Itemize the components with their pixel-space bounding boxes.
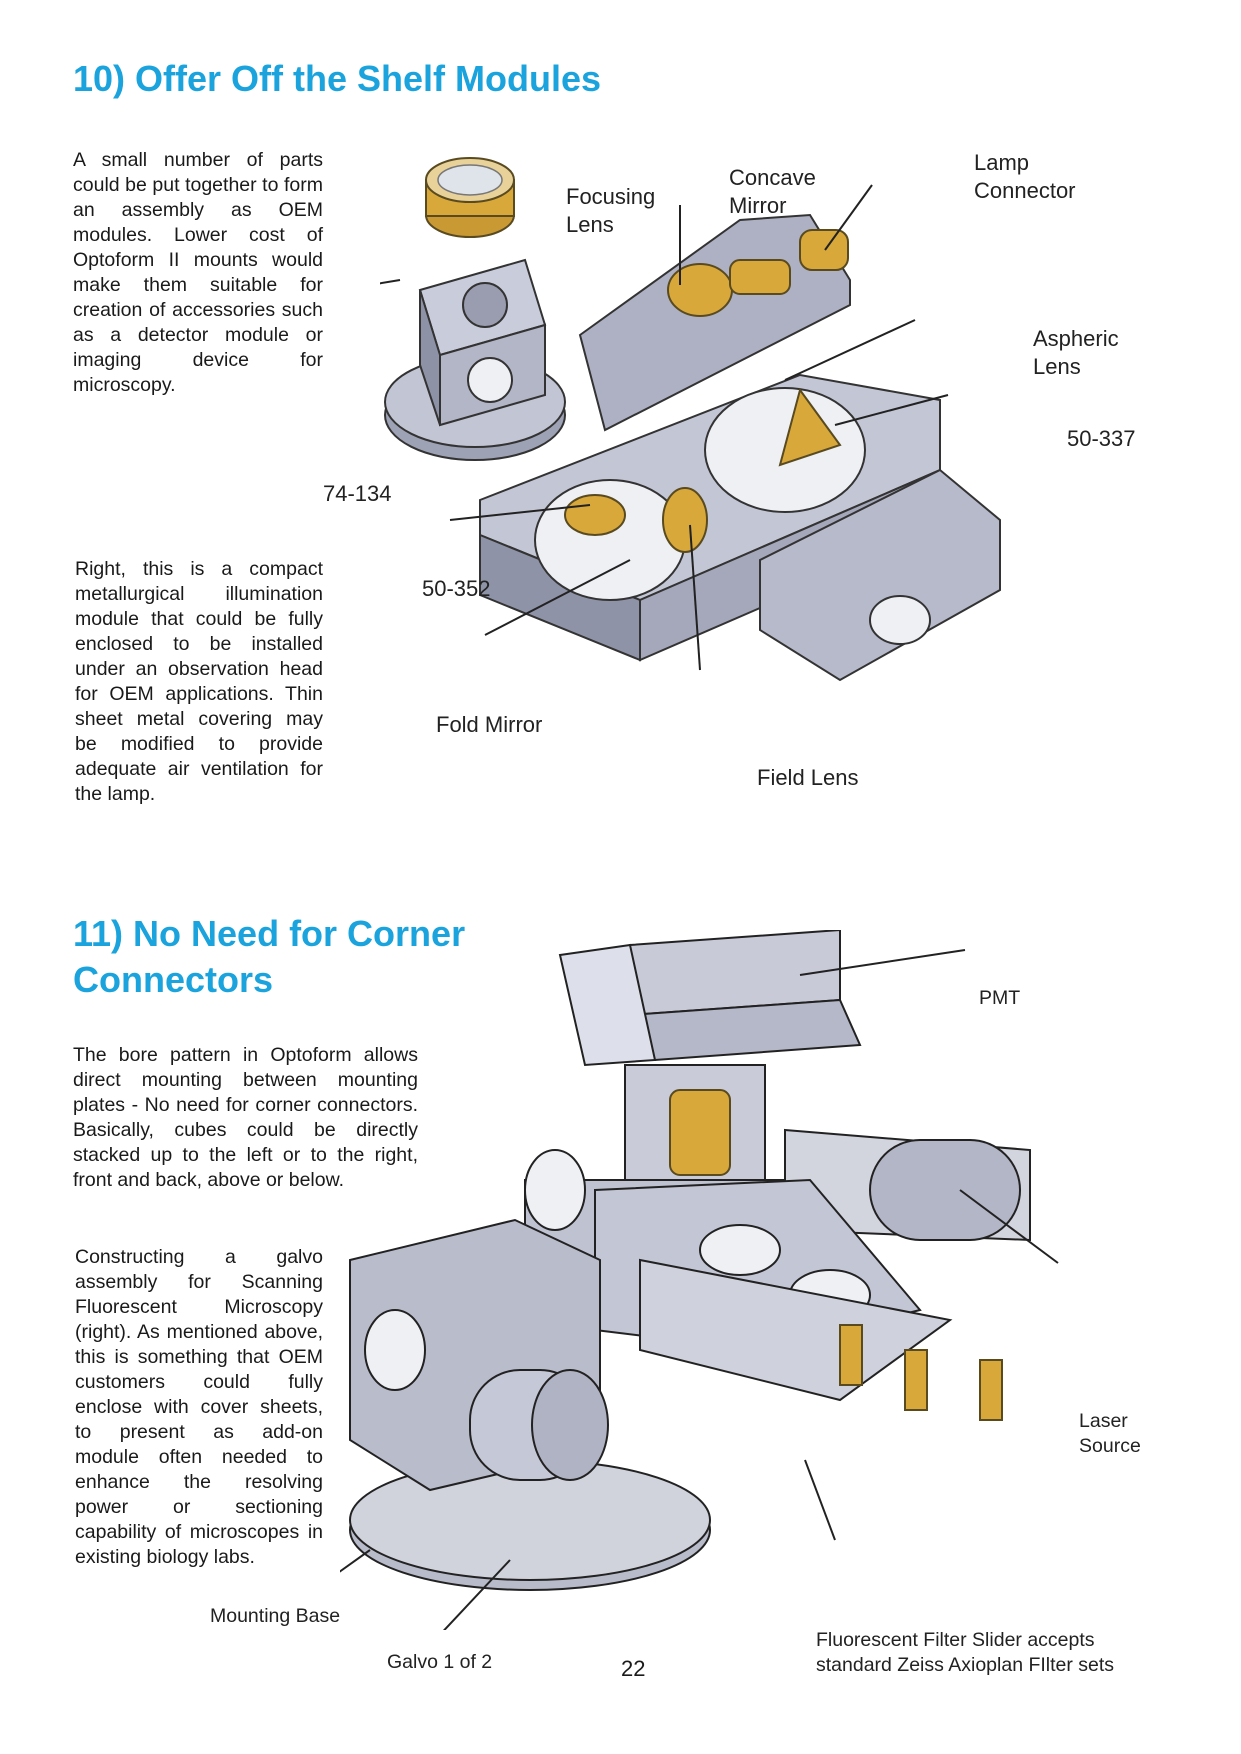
label-lamp-connector: Lamp Connector [974,150,1076,203]
label-aspheric-lens: Aspheric Lens [1033,326,1119,379]
label-fold-mirror: Fold Mirror [436,712,543,737]
pmt-part [558,930,862,1067]
galvo-assembly-figure [340,930,1059,1630]
label-galvo: Galvo 1 of 2 [387,1651,493,1673]
section-11-paragraph-1: The bore pattern in Optoform allows dire… [73,1044,418,1191]
label-part-74-134: 74-134 [323,481,392,506]
cube-74-134-part [384,258,566,461]
page-number: 22 [621,1656,646,1681]
section-10-paragraph-2: Right, this is a compact metallurgical i… [75,558,323,805]
label-part-50-352: 50-352 [422,576,491,601]
mounting-base-part [349,1459,711,1591]
section-10-paragraph-1: A small number of parts could be put tog… [73,149,323,396]
label-part-50-337: 50-337 [1067,426,1136,451]
label-focusing-lens: Focusing Lens [566,184,656,237]
section-10-title: 10) Offer Off the Shelf Modules [73,58,602,99]
label-concave-mirror: Concave Mirror [729,165,816,218]
section-11-paragraph-2: Constructing a galvo assembly for Scanni… [75,1246,323,1568]
label-pmt: PMT [979,987,1021,1009]
label-mounting-base: Mounting Base [210,1605,341,1627]
leader-lines-figure-1 [380,184,949,671]
focusing-lens-part [425,157,515,238]
illumination-module-figure [380,157,1001,682]
section-11-title-line-1: 11) No Need for Corner [73,913,466,954]
galvo-cube-stack [349,1064,1031,1492]
illumination-module-body [479,213,1001,682]
leader-lines-figure-2 [340,949,1059,1630]
label-laser-source: Laser Source [1079,1410,1141,1457]
label-filter-slider: Fluorescent Filter Slider accepts standa… [816,1629,1115,1676]
label-field-lens: Field Lens [757,765,859,790]
section-11-title: 11) No Need for Corner Connectors [73,911,513,1003]
section-11-title-line-2: Connectors [73,959,274,1000]
